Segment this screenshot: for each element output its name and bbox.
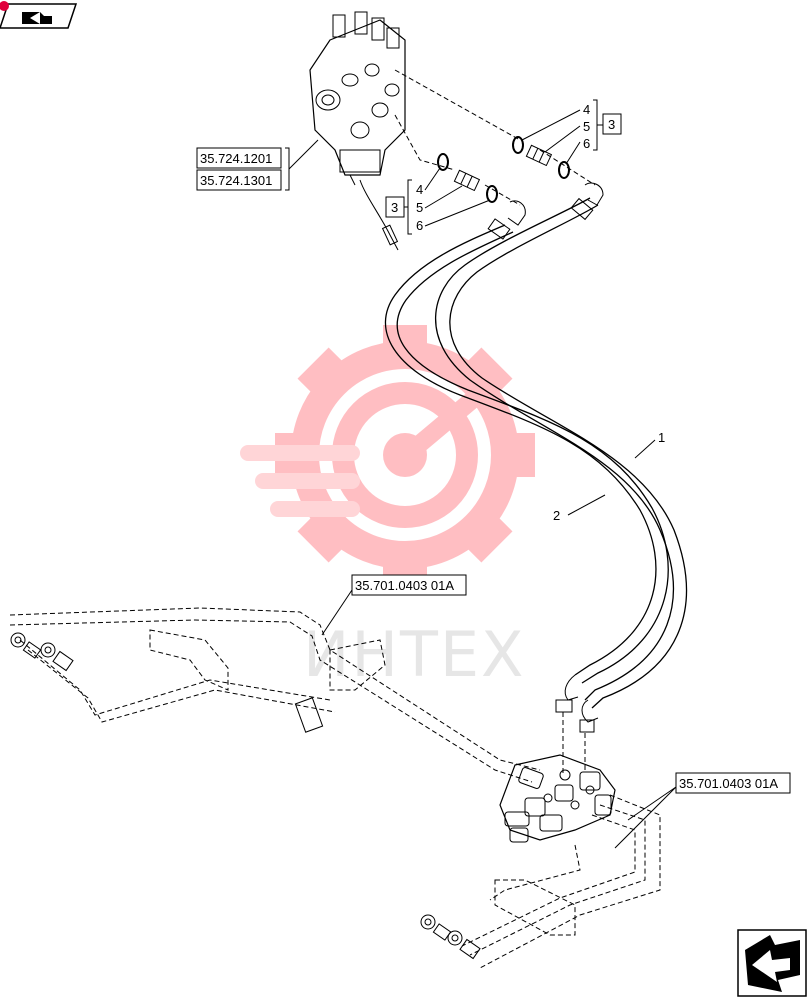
callout-upper-box-label: 3 bbox=[608, 117, 615, 132]
callout-lower-4: 4 bbox=[416, 182, 423, 197]
hose-2 bbox=[384, 200, 669, 713]
callout-lower-box-label: 3 bbox=[391, 200, 398, 215]
control-valve bbox=[309, 11, 406, 251]
frame-ref-bottom: 35.701.0403 01A bbox=[614, 772, 791, 849]
callout-upper-4: 4 bbox=[583, 102, 590, 117]
callout-upper-6: 6 bbox=[583, 136, 590, 151]
frame-ref-top: 35.701.0403 01A bbox=[321, 574, 467, 636]
ref-box-frame-bottom[interactable] bbox=[675, 772, 791, 794]
watermark-logo bbox=[240, 325, 535, 585]
upper-fitting-group bbox=[512, 109, 581, 179]
callout-lower-6: 6 bbox=[416, 218, 423, 233]
watermark-text: ИНТЕХ bbox=[303, 618, 526, 691]
lower-frame-tubing bbox=[420, 794, 661, 969]
valve-ref-group: 35.724.1201 35.724.1301 bbox=[196, 139, 319, 191]
ref-frame-bottom: 35.701.0403 01A bbox=[679, 776, 778, 791]
ref-box-frame-top[interactable] bbox=[351, 574, 467, 596]
next-page-arrow-icon[interactable] bbox=[737, 929, 807, 997]
lower-fitting-group bbox=[424, 153, 498, 227]
callout-hose-1: 1 bbox=[658, 430, 665, 445]
callout-hose-2: 2 bbox=[553, 508, 560, 523]
callout-lower-5: 5 bbox=[416, 200, 423, 215]
hose-end-connections bbox=[562, 712, 586, 775]
ref-frame-top: 35.701.0403 01A bbox=[355, 578, 454, 593]
callout-upper-box[interactable] bbox=[602, 113, 622, 135]
ref-box-valve-b[interactable] bbox=[196, 169, 282, 191]
ref-valve-b: 35.724.1301 bbox=[200, 173, 272, 188]
callout-lower-box[interactable] bbox=[385, 196, 405, 218]
leader-lines bbox=[394, 69, 596, 206]
callout-upper-5: 5 bbox=[583, 119, 590, 134]
valve-block-cluster bbox=[499, 754, 616, 843]
upper-frame-tubing bbox=[9, 607, 541, 783]
ref-box-valve-a[interactable] bbox=[196, 147, 282, 169]
ref-valve-a: 35.724.1201 bbox=[200, 151, 272, 166]
folder-arrow-icon[interactable] bbox=[0, 1, 78, 29]
